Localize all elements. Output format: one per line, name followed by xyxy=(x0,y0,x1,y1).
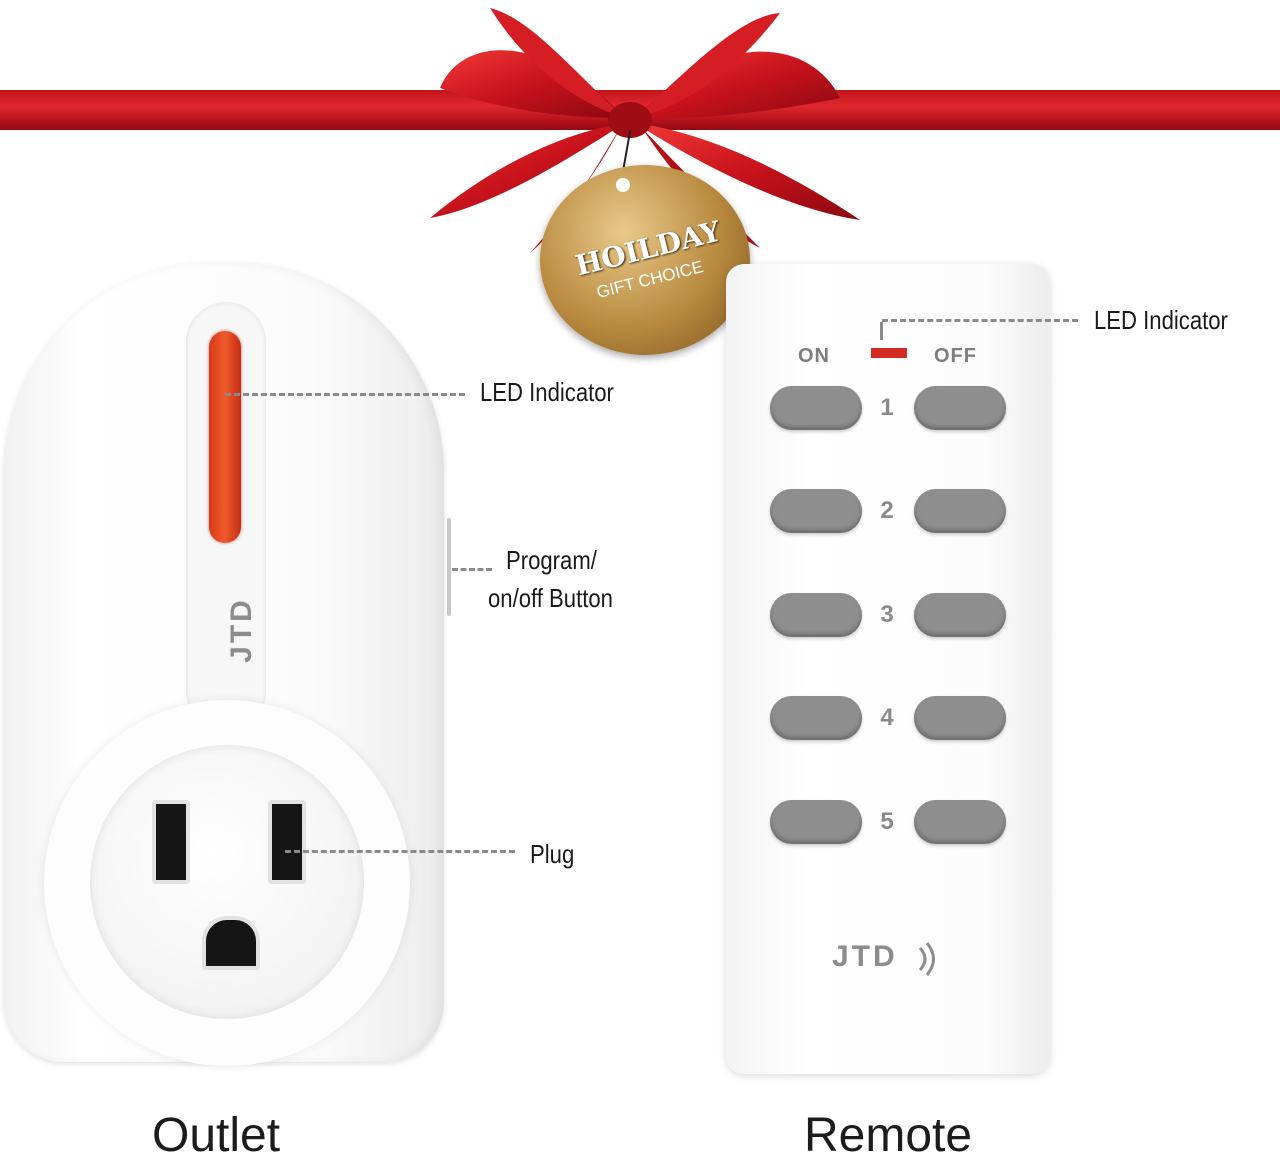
outlet-caption: Outlet xyxy=(152,1109,281,1162)
program-callout-line xyxy=(452,568,492,571)
channel-1-on-button[interactable] xyxy=(770,386,862,430)
remote-caption: Remote xyxy=(804,1109,973,1162)
plug-label: Plug xyxy=(530,839,575,869)
gift-bow-icon xyxy=(430,8,860,253)
channel-3-off-button[interactable] xyxy=(914,593,1006,637)
channel-3-label: 3 xyxy=(880,601,894,628)
channel-2-label: 2 xyxy=(880,497,894,524)
channel-5-off-button[interactable] xyxy=(914,800,1006,844)
remote-led-callout-line xyxy=(882,319,1078,322)
remote-led-indicator xyxy=(871,348,907,358)
remote-jtd-logo: JTD xyxy=(832,940,898,973)
led-indicator-label: LED Indicator xyxy=(480,377,614,407)
channel-1-off-button[interactable] xyxy=(914,386,1006,430)
outlet-jtd-logo: JTD xyxy=(225,597,258,663)
outlet-prong-right xyxy=(268,800,306,884)
channel-4-label: 4 xyxy=(880,704,894,731)
remote-led-tick xyxy=(880,322,883,340)
channel-2-off-button[interactable] xyxy=(914,489,1006,533)
outlet-prong-left xyxy=(152,800,190,884)
channel-3-on-button[interactable] xyxy=(770,593,862,637)
channel-4-on-button[interactable] xyxy=(770,696,862,740)
off-column-label: OFF xyxy=(934,345,977,367)
channel-5-on-button[interactable] xyxy=(770,800,862,844)
program-label-line1: Program/ xyxy=(506,545,597,575)
outlet-socket-face xyxy=(90,745,364,1019)
plug-callout-line xyxy=(285,850,515,853)
program-label-line2: on/off Button xyxy=(488,583,613,613)
signal-wave-icon xyxy=(918,942,935,976)
gift-tag xyxy=(540,165,750,355)
channel-4-off-button[interactable] xyxy=(914,696,1006,740)
tag-hole xyxy=(616,178,630,192)
outlet-ground-hole xyxy=(202,916,260,970)
on-column-label: ON xyxy=(798,345,830,367)
remote-led-label: LED Indicator xyxy=(1094,305,1228,335)
channel-2-on-button[interactable] xyxy=(770,489,862,533)
led-callout-line xyxy=(225,393,465,396)
outlet-led-indicator xyxy=(209,331,241,543)
channel-1-label: 1 xyxy=(880,394,894,421)
channel-5-label: 5 xyxy=(880,808,894,835)
program-on-off-button[interactable] xyxy=(447,518,451,616)
